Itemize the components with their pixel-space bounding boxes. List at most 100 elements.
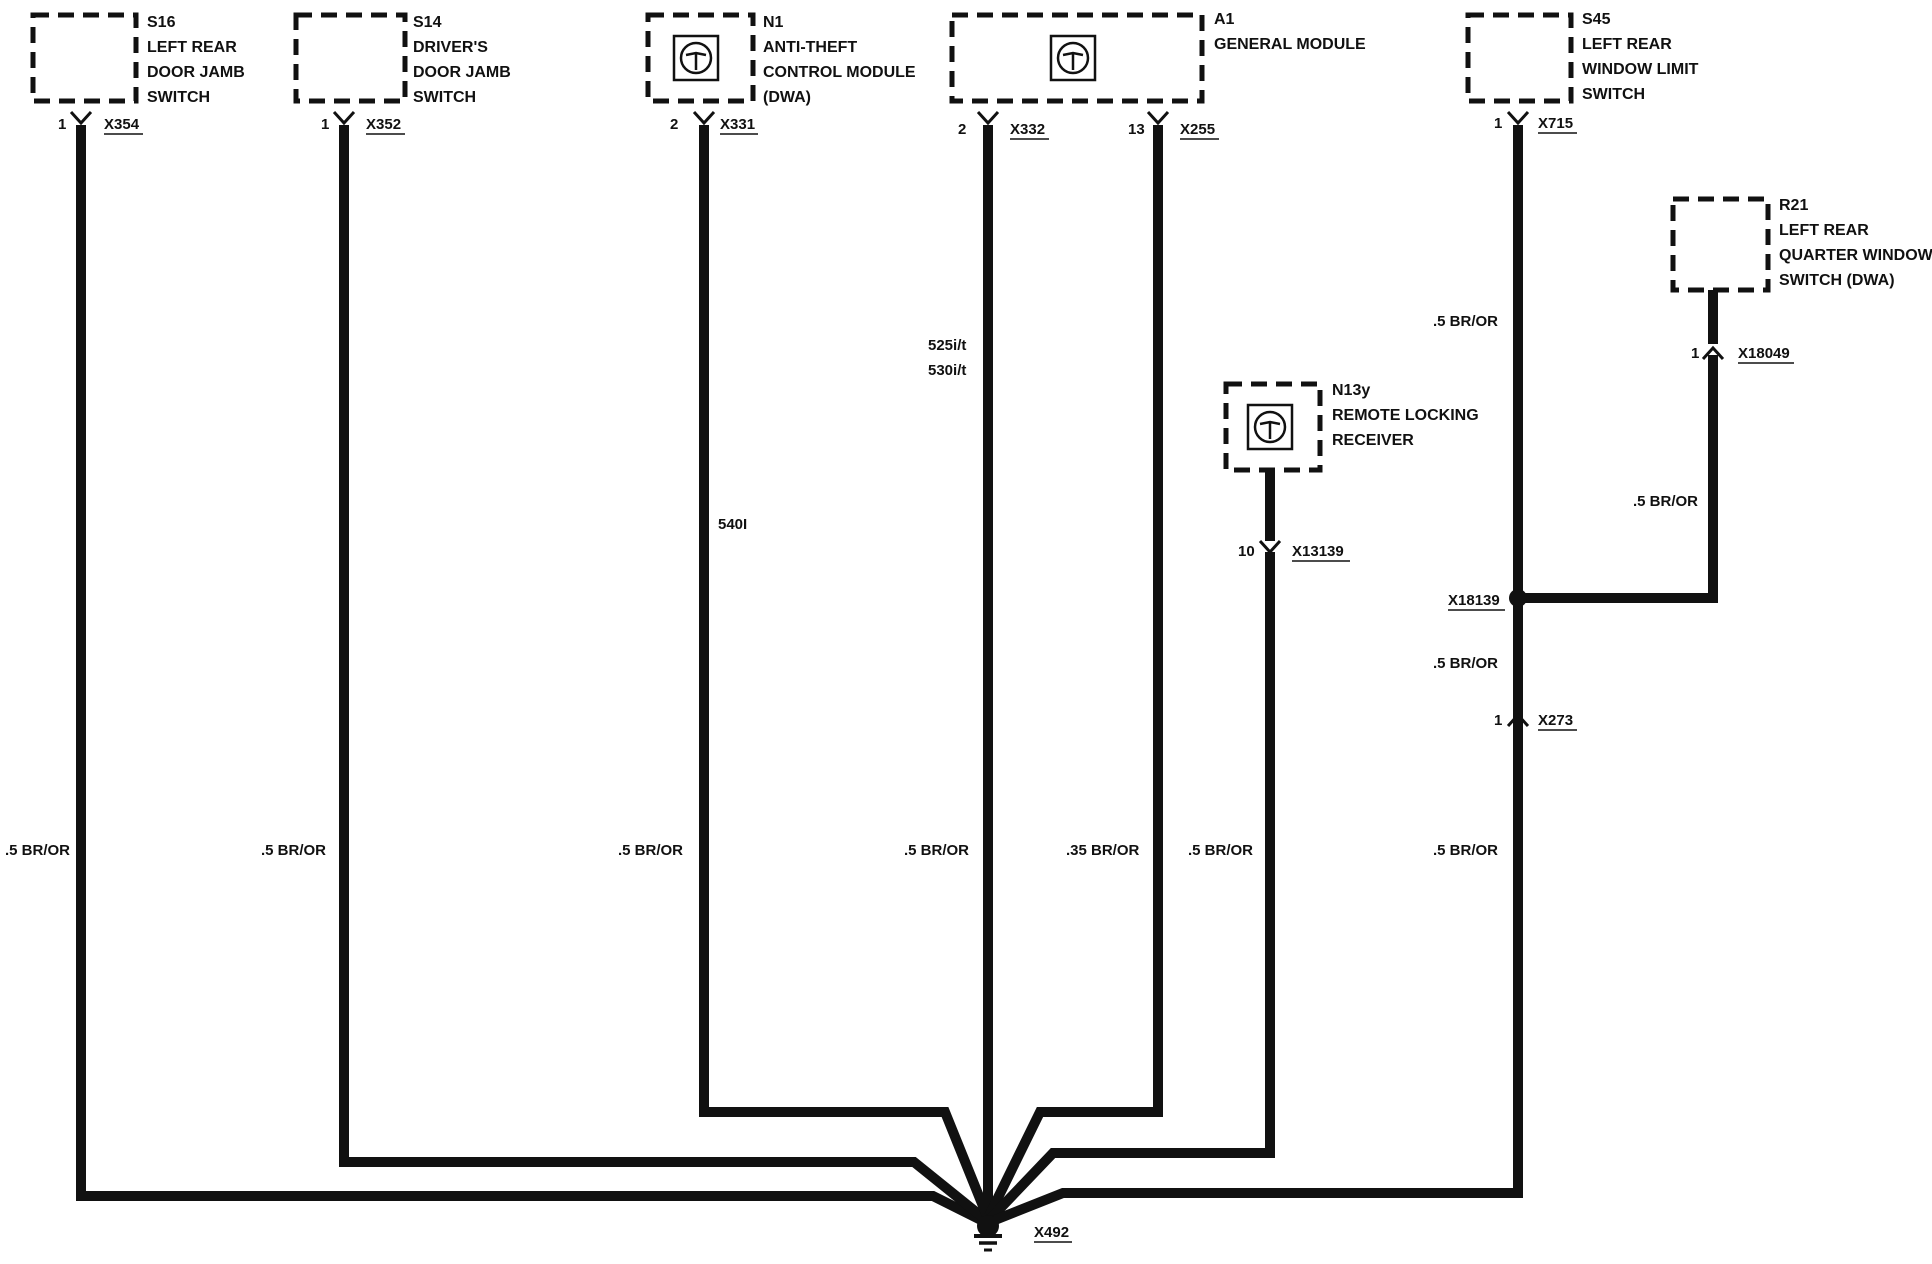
- connector-x331[interactable]: 2 X331: [670, 110, 758, 135]
- x18049-pin: 1: [1691, 345, 1699, 362]
- x354-connector-symbol-icon: [69, 110, 93, 126]
- n1-box: [645, 12, 756, 104]
- n1-ref: N1: [763, 14, 784, 31]
- s14-line-3: SWITCH: [413, 89, 476, 106]
- connector-x13139[interactable]: 10 X13139: [1238, 539, 1350, 562]
- x331-pin: 2: [670, 116, 678, 133]
- n13y-box: [1223, 381, 1323, 473]
- model-note-525: 525i/t: [928, 337, 966, 354]
- s45-line-3: SWITCH: [1582, 86, 1645, 103]
- n1-line-3: (DWA): [763, 89, 811, 106]
- component-a1[interactable]: A1 GENERAL MODULE: [949, 11, 1366, 104]
- x273-pin: 1: [1494, 712, 1502, 729]
- wire-labels: .5 BR/OR .5 BR/OR .5 BR/OR .5 BR/OR .35 …: [5, 313, 1698, 859]
- s45-box: [1465, 12, 1574, 104]
- model-note-530: 530i/t: [928, 362, 966, 379]
- x352-connector-symbol-icon: [332, 110, 356, 126]
- s14-line-2: DOOR JAMB: [413, 64, 511, 81]
- x331-name: X331: [720, 116, 755, 133]
- s16-line-1: LEFT REAR: [147, 39, 237, 56]
- x492-ground-node-icon: [977, 1215, 999, 1237]
- a1-module-symbol-icon: [1049, 34, 1097, 82]
- n1-line-2: CONTROL MODULE: [763, 64, 916, 81]
- s45-ref: S45: [1582, 11, 1611, 28]
- model-note-540: 540I: [718, 516, 747, 533]
- wire-n13y-lower[interactable]: [986, 552, 1275, 1223]
- x273-connector-symbol-icon: [1506, 712, 1530, 728]
- s16-ref: S16: [147, 14, 176, 31]
- n1-module-symbol-icon: [672, 34, 720, 82]
- wire-label-a1-pin13: .35 BR/OR: [1066, 842, 1140, 859]
- x18139-name: X18139: [1448, 592, 1500, 609]
- wire-label-s16: .5 BR/OR: [5, 842, 70, 859]
- connector-x354[interactable]: 1 X354: [58, 110, 143, 135]
- wire-label-n1: .5 BR/OR: [618, 842, 683, 859]
- x255-pin: 13: [1128, 121, 1145, 138]
- wire-label-s45-middle: .5 BR/OR: [1433, 655, 1498, 672]
- x331-connector-symbol-icon: [692, 110, 716, 126]
- n13y-ref: N13y: [1332, 382, 1370, 399]
- component-s14[interactable]: S14 DRIVER'S DOOR JAMB SWITCH: [293, 12, 511, 106]
- x13139-connector-symbol-icon: [1258, 539, 1282, 555]
- connector-x352[interactable]: 1 X352: [321, 110, 405, 135]
- r21-line-3: SWITCH (DWA): [1779, 272, 1895, 289]
- x332-name: X332: [1010, 121, 1045, 138]
- x13139-pin: 10: [1238, 543, 1255, 560]
- splice-x18139[interactable]: X18139: [1448, 589, 1527, 611]
- s45-line-2: WINDOW LIMIT: [1582, 61, 1699, 78]
- a1-line-1: GENERAL MODULE: [1214, 36, 1366, 53]
- x255-connector-symbol-icon: [1146, 110, 1170, 126]
- x332-pin: 2: [958, 121, 966, 138]
- r21-ref: R21: [1779, 197, 1808, 214]
- x18139-splice-dot-icon: [1509, 589, 1527, 607]
- wire-label-r21: .5 BR/OR: [1633, 493, 1698, 510]
- x18049-connector-symbol-icon: [1701, 345, 1725, 361]
- a1-ref: A1: [1214, 11, 1235, 28]
- s14-line-1: DRIVER'S: [413, 39, 488, 56]
- component-n1[interactable]: N1 ANTI-THEFT CONTROL MODULE (DWA): [645, 12, 916, 106]
- x255-name: X255: [1180, 121, 1215, 138]
- x715-connector-symbol-icon: [1506, 110, 1530, 126]
- wire-label-n13y: .5 BR/OR: [1188, 842, 1253, 859]
- connector-x18049[interactable]: 1 X18049: [1691, 345, 1794, 364]
- wire-s14[interactable]: [339, 125, 990, 1224]
- connector-x715[interactable]: 1 X715: [1494, 110, 1577, 134]
- wire-label-s45-upper: .5 BR/OR: [1433, 313, 1498, 330]
- component-r21[interactable]: R21 LEFT REAR QUARTER WINDOW SWITCH (DWA…: [1670, 196, 1932, 293]
- x354-name: X354: [104, 116, 140, 133]
- x332-connector-symbol-icon: [976, 110, 1000, 126]
- r21-line-2: QUARTER WINDOW: [1779, 247, 1932, 264]
- r21-line-1: LEFT REAR: [1779, 222, 1869, 239]
- x352-name: X352: [366, 116, 401, 133]
- wire-a1-pin13[interactable]: [984, 125, 1163, 1219]
- wire-label-a1-pin2: .5 BR/OR: [904, 842, 969, 859]
- connector-x255[interactable]: 13 X255: [1128, 110, 1219, 140]
- x354-pin: 1: [58, 116, 66, 133]
- wire-label-s14: .5 BR/OR: [261, 842, 326, 859]
- n13y-line-1: REMOTE LOCKING: [1332, 407, 1479, 424]
- component-s16[interactable]: S16 LEFT REAR DOOR JAMB SWITCH: [30, 12, 245, 106]
- n13y-line-2: RECEIVER: [1332, 432, 1414, 449]
- ground-x492[interactable]: X492: [974, 1215, 1072, 1252]
- s16-line-2: DOOR JAMB: [147, 64, 245, 81]
- connector-x273[interactable]: 1 X273: [1494, 712, 1577, 731]
- x715-name: X715: [1538, 115, 1573, 132]
- s16-box: [30, 12, 139, 104]
- x352-pin: 1: [321, 116, 329, 133]
- connector-x332[interactable]: 2 X332: [958, 110, 1049, 140]
- wire-s16[interactable]: [76, 125, 988, 1227]
- n1-line-1: ANTI-THEFT: [763, 39, 857, 56]
- wire-group: [76, 125, 1718, 1227]
- ground-symbol-icon: [974, 1234, 1002, 1252]
- x18049-name: X18049: [1738, 345, 1790, 362]
- wire-r21-lower[interactable]: [1518, 355, 1718, 603]
- wire-s45[interactable]: [988, 125, 1523, 1227]
- x492-name: X492: [1034, 1224, 1069, 1241]
- wire-n1[interactable]: [699, 125, 992, 1218]
- x273-name: X273: [1538, 712, 1573, 729]
- x13139-name: X13139: [1292, 543, 1344, 560]
- s45-line-1: LEFT REAR: [1582, 36, 1672, 53]
- component-s45[interactable]: S45 LEFT REAR WINDOW LIMIT SWITCH: [1465, 11, 1699, 104]
- component-n13y[interactable]: N13y REMOTE LOCKING RECEIVER: [1223, 381, 1479, 473]
